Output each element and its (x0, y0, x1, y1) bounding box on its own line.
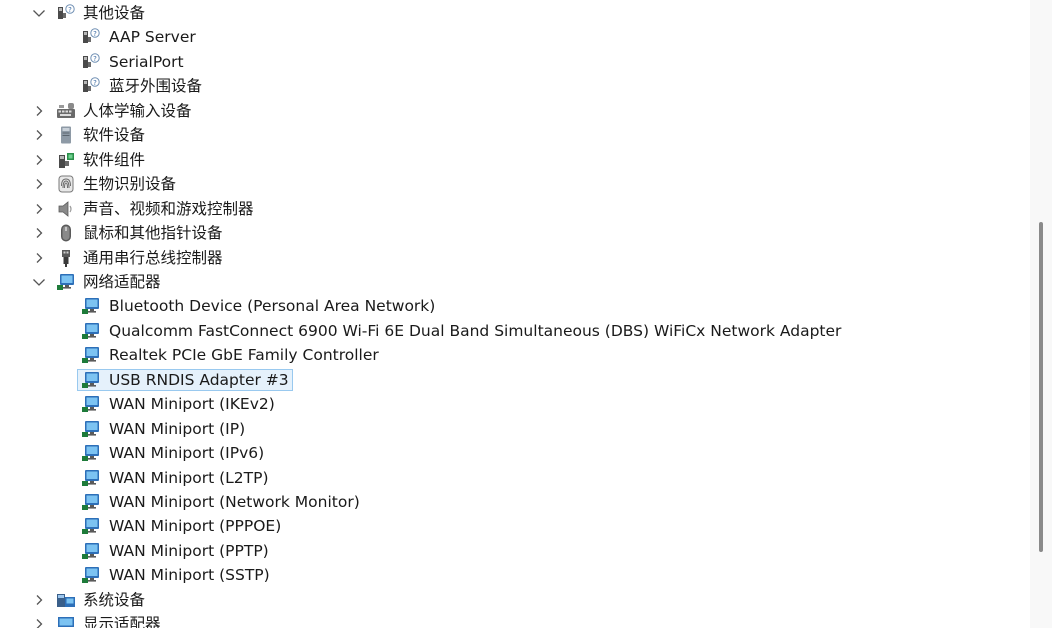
tree-item-label: WAN Miniport (L2TP) (109, 468, 269, 487)
network-adapter-icon (81, 346, 101, 364)
network-adapter-icon (81, 371, 101, 389)
tree-item-label: Qualcomm FastConnect 6900 Wi-Fi 6E Dual … (109, 321, 842, 340)
tree-item-net-sstp[interactable]: WAN Miniport (SSTP) (0, 563, 1030, 587)
tree-item-label: WAN Miniport (IPv6) (109, 444, 265, 463)
network-adapter-icon (81, 566, 101, 584)
network-adapter-icon (81, 395, 101, 413)
tree-item-label: 通用串行总线控制器 (83, 248, 223, 267)
tree-item-other-aap[interactable]: ? AAP Server (0, 25, 1030, 49)
network-adapter-icon (81, 542, 101, 560)
chevron-right-icon[interactable] (32, 128, 46, 142)
tree-item-net-ip[interactable]: WAN Miniport (IP) (0, 417, 1030, 441)
chevron-right-icon[interactable] (32, 153, 46, 167)
tree-item-other-bt[interactable]: ? 蓝牙外围设备 (0, 74, 1030, 98)
tree-item-net-bt[interactable]: Bluetooth Device (Personal Area Network) (0, 294, 1030, 318)
tree-item-net-l2tp[interactable]: WAN Miniport (L2TP) (0, 466, 1030, 490)
tree-item-net-rt[interactable]: Realtek PCIe GbE Family Controller (0, 343, 1030, 367)
tree-item-usb[interactable]: 通用串行总线控制器 (0, 246, 1030, 270)
chevron-down-icon[interactable] (32, 275, 46, 289)
tree-item-label: 蓝牙外围设备 (109, 77, 203, 96)
tree-item-disp[interactable]: 显示适配器 (0, 612, 1030, 628)
unknown-device-icon: ? (81, 28, 101, 46)
network-adapter-icon (56, 273, 76, 291)
tree-item-label: WAN Miniport (PPTP) (109, 541, 269, 560)
svg-text:?: ? (93, 79, 97, 87)
svg-text:?: ? (68, 6, 72, 14)
chevron-right-icon[interactable] (32, 251, 46, 265)
selection-highlight (77, 368, 293, 391)
device-tree[interactable]: ? 其他设备 ? AAP Server ? SerialPort ? 蓝牙外围设… (0, 0, 1030, 628)
tree-item-label: 鼠标和其他指针设备 (83, 224, 223, 243)
usb-icon (56, 249, 76, 267)
network-adapter-icon (81, 322, 101, 340)
chevron-right-icon[interactable] (32, 226, 46, 240)
chevron-right-icon[interactable] (32, 104, 46, 118)
chevron-down-icon[interactable] (32, 6, 46, 20)
unknown-device-icon: ? (81, 53, 101, 71)
network-adapter-icon (81, 469, 101, 487)
mouse-icon (56, 224, 76, 242)
tree-item-label: 网络适配器 (83, 272, 161, 291)
network-adapter-icon (81, 297, 101, 315)
svg-text:?: ? (93, 30, 97, 38)
tree-item-other-serial[interactable]: ? SerialPort (0, 50, 1030, 74)
tree-item-label: 系统设备 (83, 590, 146, 609)
tree-item-net-qc[interactable]: Qualcomm FastConnect 6900 Wi-Fi 6E Dual … (0, 319, 1030, 343)
tree-item-net-pptp[interactable]: WAN Miniport (PPTP) (0, 539, 1030, 563)
tree-item-mouse[interactable]: 鼠标和其他指针设备 (0, 221, 1030, 245)
svg-text:?: ? (93, 55, 97, 63)
vertical-scrollbar[interactable] (1030, 0, 1052, 628)
tree-item-label: AAP Server (109, 28, 196, 47)
tree-item-label: 人体学输入设备 (83, 101, 192, 120)
tree-item-label: 软件设备 (83, 126, 146, 145)
tree-item-net-pppoe[interactable]: WAN Miniport (PPPOE) (0, 514, 1030, 538)
tree-item-label: Realtek PCIe GbE Family Controller (109, 346, 379, 365)
chevron-right-icon[interactable] (32, 593, 46, 607)
scrollbar-thumb[interactable] (1039, 222, 1043, 552)
tree-item-label: 其他设备 (83, 4, 146, 22)
tree-item-label: WAN Miniport (IKEv2) (109, 395, 275, 414)
tree-item-hid[interactable]: 人体学输入设备 (0, 99, 1030, 123)
tree-item-audio[interactable]: 声音、视频和游戏控制器 (0, 197, 1030, 221)
tree-item-label: USB RNDIS Adapter #3 (109, 370, 289, 389)
tree-item-label: WAN Miniport (SSTP) (109, 566, 270, 585)
display-adapter-icon (56, 615, 76, 628)
network-adapter-icon (81, 493, 101, 511)
fingerprint-icon (56, 175, 76, 193)
tree-item-label: SerialPort (109, 52, 184, 71)
tree-item-label: 软件组件 (83, 150, 146, 169)
tree-item-label: 显示适配器 (83, 615, 161, 628)
tree-item-net[interactable]: 网络适配器 (0, 270, 1030, 294)
tree-item-label: WAN Miniport (PPPOE) (109, 517, 282, 536)
tree-item-net-rndis[interactable]: USB RNDIS Adapter #3 (0, 368, 1030, 392)
tree-item-label: Bluetooth Device (Personal Area Network) (109, 297, 436, 316)
network-adapter-icon (81, 517, 101, 535)
tree-item-label: 生物识别设备 (83, 175, 177, 194)
system-device-icon (56, 591, 76, 609)
network-adapter-icon (81, 420, 101, 438)
chevron-right-icon[interactable] (32, 202, 46, 216)
tree-item-other[interactable]: ? 其他设备 (0, 1, 1030, 25)
tree-item-sys[interactable]: 系统设备 (0, 588, 1030, 612)
network-adapter-icon (81, 444, 101, 462)
tree-item-label: 声音、视频和游戏控制器 (83, 199, 254, 218)
tree-item-bio[interactable]: 生物识别设备 (0, 172, 1030, 196)
tree-item-swcomp[interactable]: 软件组件 (0, 148, 1030, 172)
tree-item-net-nm[interactable]: WAN Miniport (Network Monitor) (0, 490, 1030, 514)
speaker-icon (56, 200, 76, 218)
tree-item-swdev[interactable]: 软件设备 (0, 123, 1030, 147)
keyboard-icon (56, 102, 76, 120)
unknown-device-icon: ? (81, 77, 101, 95)
chevron-right-icon[interactable] (32, 617, 46, 628)
tree-item-net-ipv6[interactable]: WAN Miniport (IPv6) (0, 441, 1030, 465)
chevron-right-icon[interactable] (32, 177, 46, 191)
software-device-icon (56, 126, 76, 144)
tree-item-net-ikev2[interactable]: WAN Miniport (IKEv2) (0, 392, 1030, 416)
software-component-icon (56, 151, 76, 169)
tree-item-label: WAN Miniport (IP) (109, 419, 246, 438)
tree-item-label: WAN Miniport (Network Monitor) (109, 493, 360, 511)
unknown-device-icon: ? (56, 4, 76, 22)
